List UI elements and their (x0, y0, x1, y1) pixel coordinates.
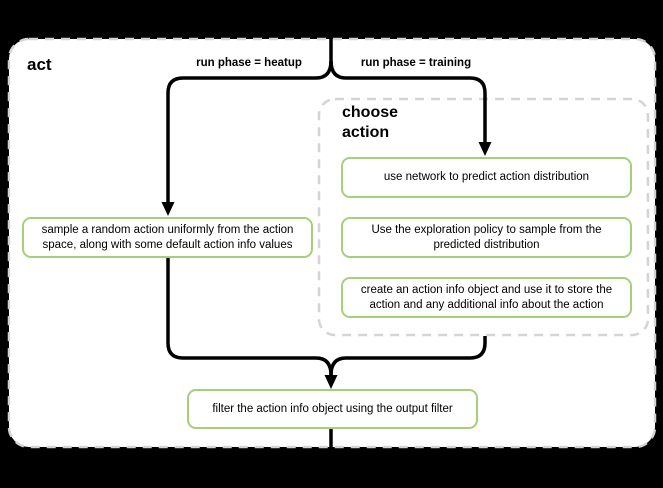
edge-training-branch (329, 60, 487, 142)
edge-heatup-to-merge (166, 258, 333, 376)
edge-training-to-merge (329, 336, 487, 376)
arrowhead-heatup-icon (161, 202, 175, 216)
choose-action-title: choose action (342, 104, 399, 141)
branch-label-training: run phase = training (360, 57, 472, 69)
arrowhead-merge-icon (324, 375, 338, 389)
node-filter-output: filter the action info object using the … (187, 389, 478, 429)
edge-heatup-branch (166, 60, 333, 202)
arrowhead-training-icon (478, 142, 492, 156)
node-exploration-policy: Use the exploration policy to sample fro… (341, 217, 632, 258)
node-use-network: use network to predict action distributi… (341, 157, 632, 198)
node-sample-random-action: sample a random action uniformly from th… (22, 217, 313, 258)
node-create-action-info: create an action info object and use it … (341, 277, 632, 318)
act-title: act (27, 55, 52, 74)
branch-label-heatup: run phase = heatup (196, 57, 302, 69)
